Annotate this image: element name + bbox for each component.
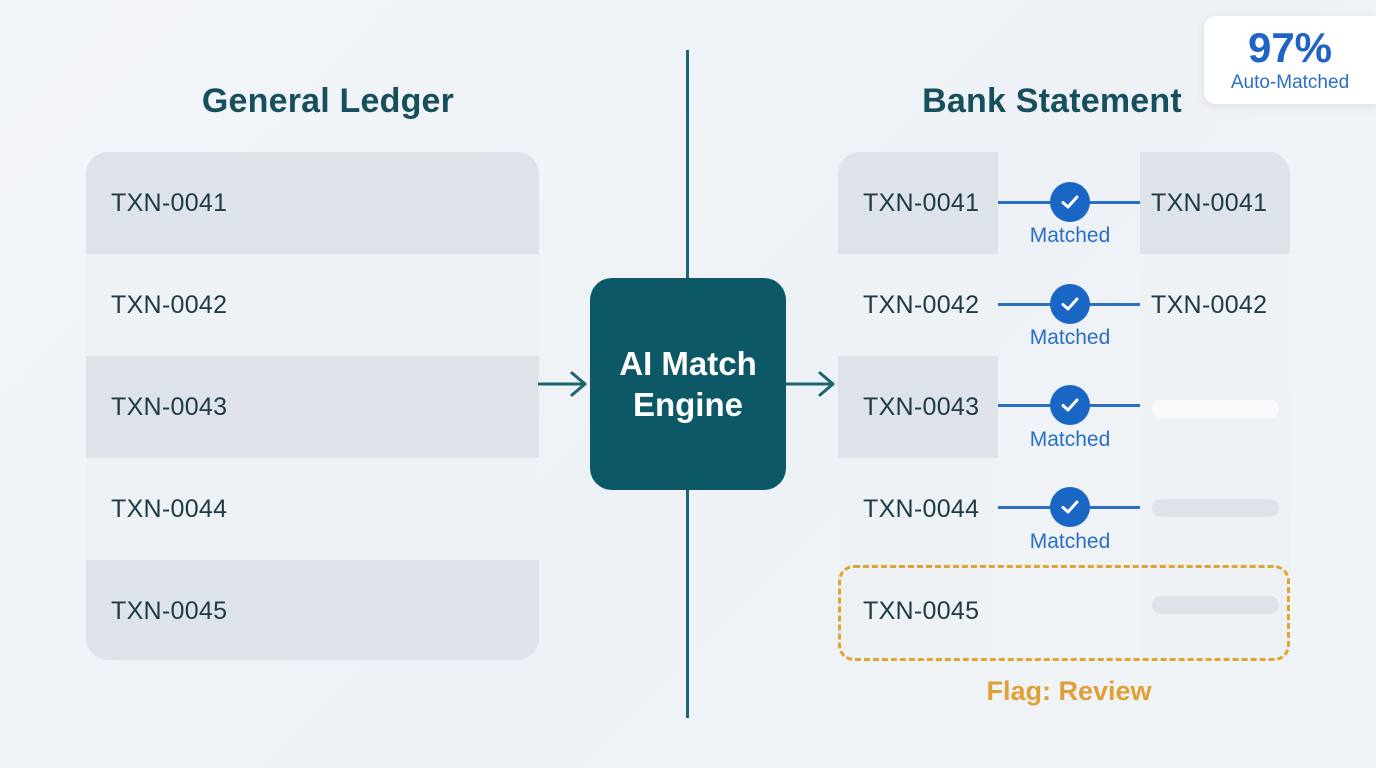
auto-match-stat-badge: 97% Auto-Matched bbox=[1204, 16, 1376, 104]
ledger-row: TXN-0043 bbox=[86, 356, 539, 458]
arrow-right-icon bbox=[538, 371, 587, 397]
match-status: Matched bbox=[1029, 530, 1111, 553]
bank-txn: TXN-0042 bbox=[863, 291, 980, 319]
ledger-row: TXN-0044 bbox=[86, 458, 539, 560]
bank-txn: TXN-0044 bbox=[863, 495, 980, 523]
flag-review-outline bbox=[838, 565, 1290, 661]
ledger-row: TXN-0041 bbox=[86, 152, 539, 254]
empty-match-placeholder bbox=[1152, 596, 1279, 614]
check-circle-icon bbox=[1050, 487, 1090, 527]
bank-statement-column bbox=[838, 152, 998, 660]
engine-label: AI Match Engine bbox=[619, 345, 757, 423]
auto-match-percentage: 97% bbox=[1247, 24, 1333, 71]
bank-txn: TXN-0041 bbox=[863, 189, 980, 217]
general-ledger-title: General Ledger bbox=[201, 82, 455, 120]
check-circle-icon bbox=[1050, 284, 1090, 324]
matched-txn: TXN-0042 bbox=[1151, 291, 1268, 319]
matched-txn: TXN-0041 bbox=[1151, 189, 1268, 217]
divider-line-bottom bbox=[686, 490, 689, 718]
ai-match-engine: AI Match Engine bbox=[590, 278, 786, 490]
ledger-row: TXN-0042 bbox=[86, 254, 539, 356]
general-ledger-panel: TXN-0041 TXN-0042 TXN-0043 TXN-0044 TXN-… bbox=[86, 152, 539, 660]
bank-txn: TXN-0043 bbox=[863, 393, 980, 421]
bank-txn: TXN-0045 bbox=[863, 597, 980, 625]
empty-match-placeholder bbox=[1152, 499, 1279, 517]
flag-review-label: Flag: Review bbox=[986, 676, 1152, 706]
check-circle-icon bbox=[1050, 182, 1090, 222]
divider-line-top bbox=[686, 50, 689, 278]
check-circle-icon bbox=[1050, 385, 1090, 425]
match-status: Matched bbox=[1029, 428, 1111, 451]
arrow-right-icon bbox=[786, 371, 835, 397]
ledger-row: TXN-0045 bbox=[86, 560, 539, 660]
match-status: Matched bbox=[1029, 326, 1111, 349]
empty-match-placeholder bbox=[1152, 400, 1279, 418]
auto-match-label: Auto-Matched bbox=[1230, 72, 1350, 93]
match-status: Matched bbox=[1029, 224, 1111, 247]
bank-statement-title: Bank Statement bbox=[922, 82, 1182, 120]
